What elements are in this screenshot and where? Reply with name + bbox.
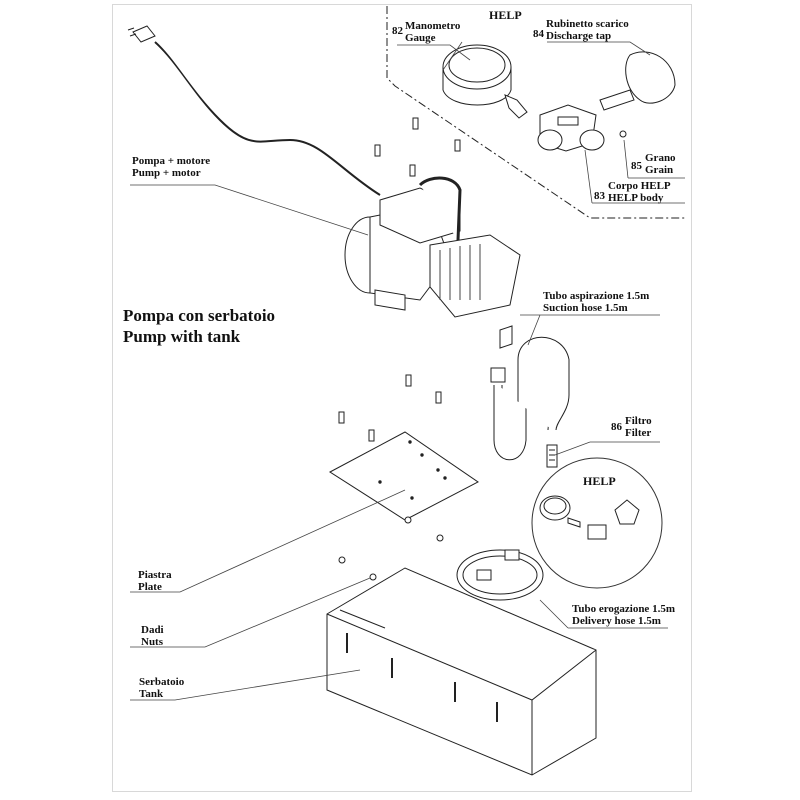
nut-icons bbox=[338, 516, 444, 581]
leader-lines bbox=[130, 41, 685, 701]
label-help-body-it: Corpo HELP bbox=[608, 180, 671, 192]
label-pump-motor-it: Pompa + motore bbox=[132, 155, 211, 167]
title-italian: Pompa con serbatoio bbox=[123, 306, 276, 325]
power-plug-icon bbox=[127, 25, 156, 43]
label-plate[interactable]: Piastra Plate bbox=[138, 569, 172, 593]
filter-icon bbox=[546, 444, 558, 468]
pump-motor-icon bbox=[344, 176, 521, 349]
discharge-tap-icon bbox=[599, 51, 676, 111]
label-discharge-tap-it: Rubinetto scarico bbox=[546, 18, 629, 30]
help-label-top: HELP bbox=[489, 8, 522, 22]
label-help-body-en: HELP body bbox=[608, 192, 664, 204]
power-cord bbox=[154, 41, 381, 196]
part-number-82: 82 bbox=[392, 25, 403, 37]
label-pump-motor-en: Pump + motor bbox=[132, 167, 201, 179]
help-detail-circle bbox=[531, 457, 663, 589]
label-nuts-en: Nuts bbox=[141, 636, 164, 648]
label-delivery-hose[interactable]: Tubo erogazione 1.5m Delivery hose 1.5m bbox=[572, 603, 675, 627]
label-pump-motor[interactable]: Pompa + motore Pump + motor bbox=[132, 155, 210, 179]
label-help-body[interactable]: Corpo HELP HELP body bbox=[608, 180, 671, 204]
screw-icons bbox=[338, 117, 461, 442]
label-grain-en: Grain bbox=[645, 164, 674, 176]
label-suction-hose-en: Suction hose 1.5m bbox=[543, 302, 628, 314]
label-filter-it: Filtro bbox=[625, 415, 652, 427]
help-label-circle: HELP bbox=[583, 474, 616, 488]
part-number-83: 83 bbox=[594, 190, 605, 202]
part-number-86: 86 bbox=[611, 421, 622, 433]
label-grain-it: Grano bbox=[645, 152, 676, 164]
label-plate-it: Piastra bbox=[138, 569, 172, 581]
part-number-84: 84 bbox=[533, 28, 544, 40]
label-discharge-tap-en: Discharge tap bbox=[546, 30, 612, 42]
plate-holes bbox=[378, 440, 447, 500]
label-delivery-hose-it: Tubo erogazione 1.5m bbox=[572, 603, 675, 615]
label-tank-en: Tank bbox=[139, 688, 164, 700]
label-tank[interactable]: Serbatoio Tank bbox=[139, 676, 184, 700]
label-filter[interactable]: Filtro Filter bbox=[625, 415, 652, 439]
help-section-divider bbox=[386, 6, 685, 219]
help-body-icon bbox=[537, 104, 605, 152]
label-suction-hose[interactable]: Tubo aspirazione 1.5m Suction hose 1.5m bbox=[543, 290, 649, 314]
label-grain[interactable]: Grano Grain bbox=[645, 152, 676, 176]
plate-icon bbox=[329, 431, 479, 521]
grain-icon bbox=[619, 130, 627, 138]
label-nuts[interactable]: Dadi Nuts bbox=[141, 624, 164, 648]
label-gauge-it: Manometro bbox=[405, 20, 461, 32]
label-plate-en: Plate bbox=[138, 581, 162, 593]
part-number-85: 85 bbox=[631, 160, 642, 172]
diagram-title: Pompa con serbatoio Pump with tank bbox=[123, 305, 275, 347]
label-suction-hose-it: Tubo aspirazione 1.5m bbox=[543, 290, 650, 302]
suction-hose-icon bbox=[490, 336, 570, 461]
label-filter-en: Filter bbox=[625, 427, 652, 439]
label-tank-it: Serbatoio bbox=[139, 676, 185, 688]
gauge-icon bbox=[442, 44, 528, 119]
label-gauge[interactable]: Manometro Gauge bbox=[405, 20, 460, 44]
title-english: Pump with tank bbox=[123, 327, 241, 346]
tank-icon bbox=[326, 567, 597, 776]
delivery-hose-icon bbox=[456, 549, 544, 601]
help-detail-icon bbox=[539, 495, 640, 540]
label-delivery-hose-en: Delivery hose 1.5m bbox=[572, 615, 661, 627]
label-gauge-en: Gauge bbox=[405, 32, 436, 44]
label-nuts-it: Dadi bbox=[141, 624, 164, 636]
label-discharge-tap[interactable]: Rubinetto scarico Discharge tap bbox=[546, 18, 629, 42]
